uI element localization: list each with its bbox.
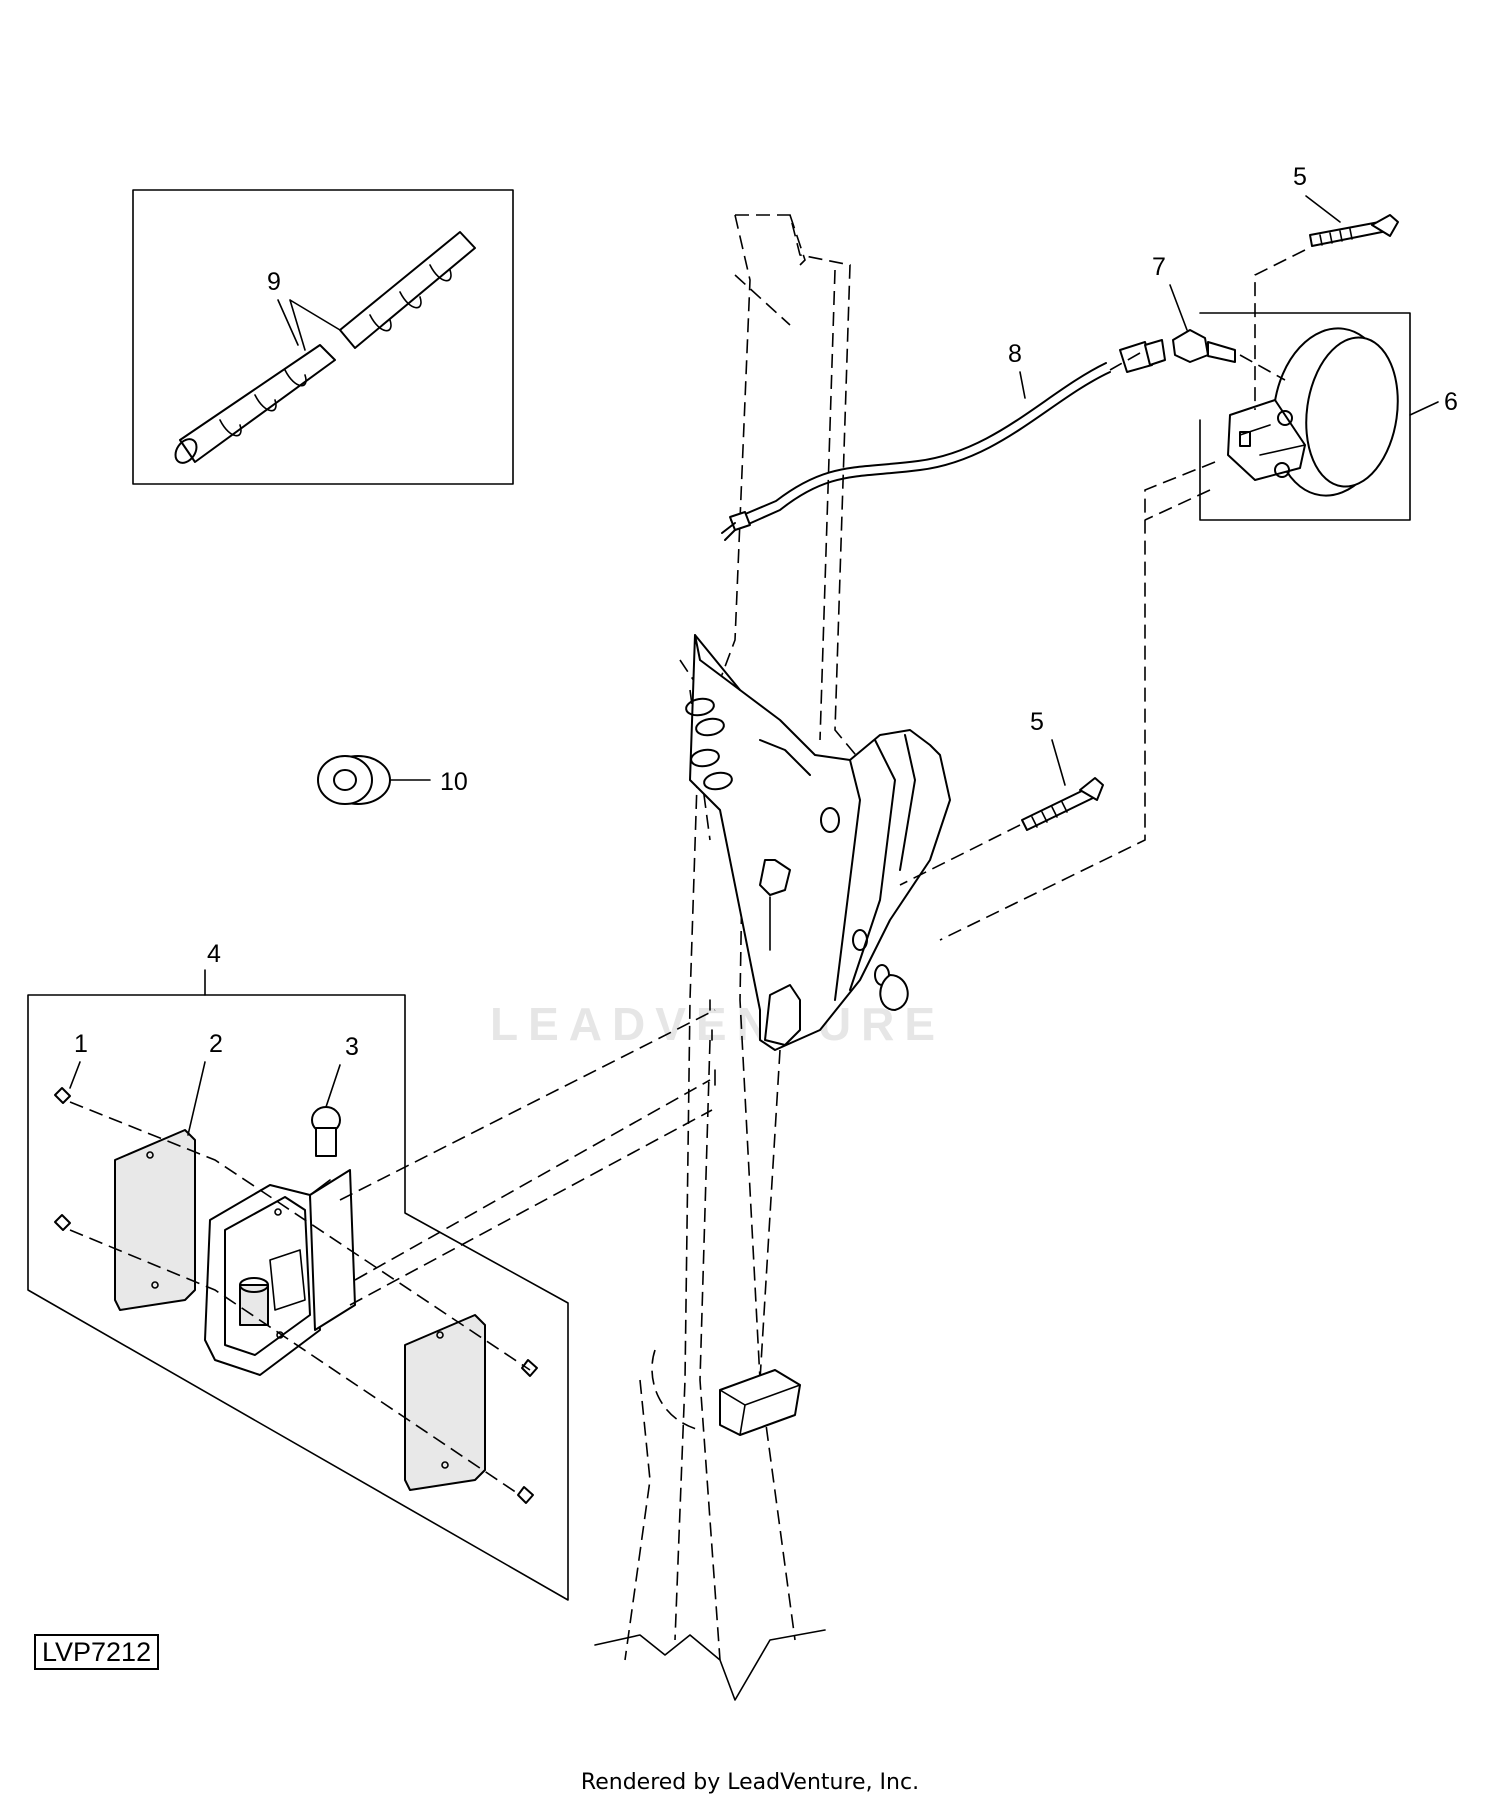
callout-3: 3: [345, 1033, 359, 1061]
callout-4: 4: [207, 940, 221, 968]
callout-2: 2: [209, 1030, 223, 1058]
callout-7: 7: [1152, 253, 1166, 281]
mounting-bracket: [685, 634, 951, 1436]
callout-6: 6: [1444, 388, 1458, 416]
callout-5-upper: 5: [1293, 163, 1307, 191]
frame-post-bottom: [594, 1629, 826, 1701]
bulb-socket: [1172, 329, 1236, 363]
grommet: [317, 755, 431, 805]
diagram-reference-code: LVP7212: [34, 1634, 160, 1670]
lamp-lens-left: [114, 1129, 196, 1311]
lamp-leader-lines: [69, 1009, 716, 1496]
lamp-screws: [54, 1087, 538, 1504]
inset-box-work-light: [1199, 312, 1411, 521]
lamp-bulb: [311, 1106, 341, 1157]
lamp-lens-right: [404, 1314, 486, 1491]
callout-9: 9: [267, 268, 281, 296]
bolt-upper: [1309, 214, 1399, 247]
callout-8: 8: [1008, 340, 1022, 368]
lamp-housing: [204, 1169, 356, 1376]
callout-1: 1: [74, 1030, 88, 1058]
wiring-harness: [721, 339, 1166, 541]
inset-box-harness-sleeve: [132, 189, 514, 485]
callout-10: 10: [440, 768, 468, 796]
inset-box-warning-lamp: [27, 994, 569, 1601]
bolt-lower: [1021, 777, 1104, 831]
assembly-leader-lines: [899, 249, 1306, 941]
callout-5-lower: 5: [1030, 708, 1044, 736]
watermark-text: LEADVENTURE: [490, 998, 945, 1050]
callout-leaders: [69, 195, 1439, 1136]
render-credit: Rendered by LeadVenture, Inc.: [580, 1770, 920, 1795]
